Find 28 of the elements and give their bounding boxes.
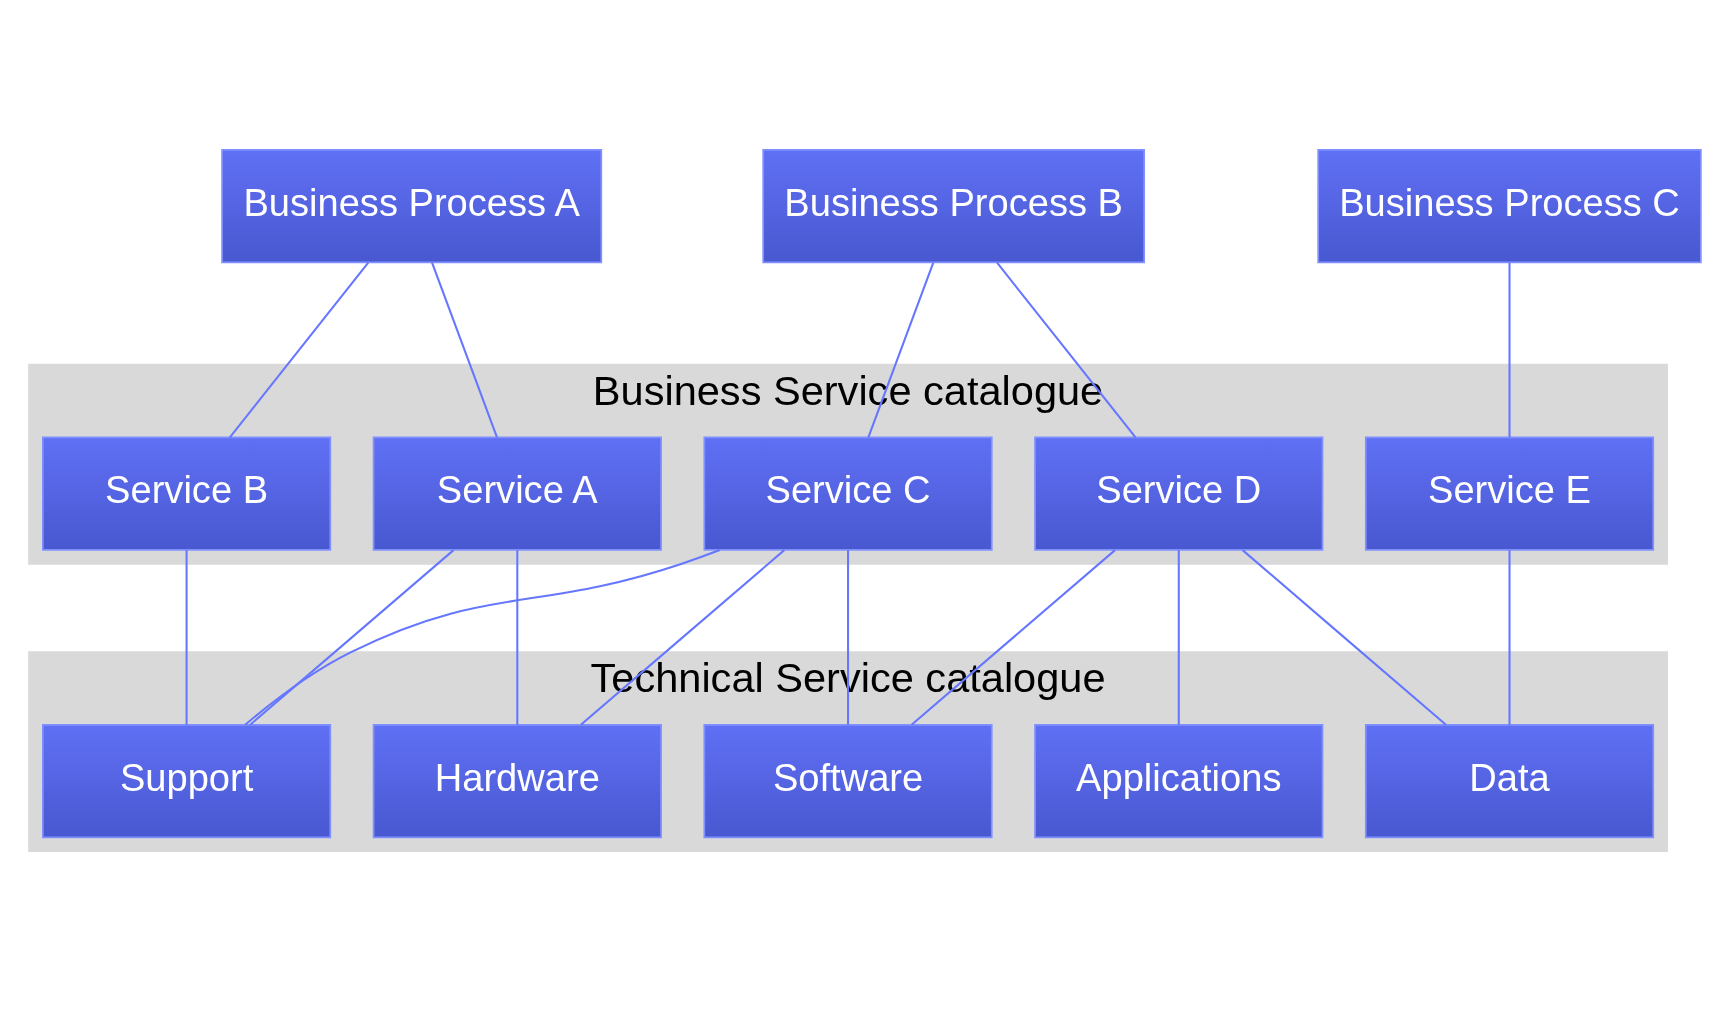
connector — [1508, 262, 1511, 438]
connector — [1177, 550, 1180, 725]
node-box: Support — [42, 723, 332, 839]
connector — [516, 550, 519, 725]
node-box: Service C — [703, 436, 993, 551]
connector — [580, 549, 785, 726]
node-box: Service D — [1034, 436, 1324, 551]
connector — [244, 549, 721, 726]
connector — [867, 262, 935, 438]
node-box: Software — [703, 723, 993, 839]
connector — [185, 550, 188, 725]
node-box: Service B — [42, 436, 332, 551]
connector — [910, 549, 1116, 726]
connector — [1241, 549, 1447, 726]
node-box: Service A — [372, 436, 662, 551]
node-box: Data — [1364, 723, 1655, 839]
connector — [229, 262, 370, 438]
node-box: Business Process B — [762, 149, 1145, 264]
node-box: Service E — [1364, 436, 1655, 551]
node-box: Business Process A — [221, 149, 603, 264]
connector — [249, 549, 455, 726]
node-box: Hardware — [372, 723, 662, 839]
connector — [431, 262, 498, 438]
connector — [996, 262, 1137, 438]
connector — [847, 550, 850, 725]
connector — [1508, 550, 1511, 725]
node-box: Business Process C — [1317, 149, 1702, 264]
node-box: Applications — [1034, 723, 1324, 839]
